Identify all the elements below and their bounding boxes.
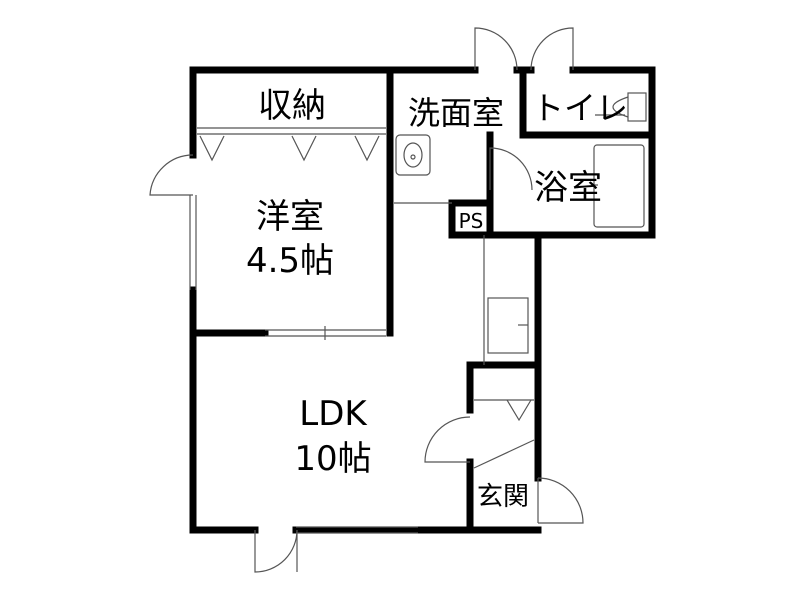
hanger-marker-2 (291, 135, 317, 162)
hanger-marker-3 (354, 135, 380, 162)
wash-basin (395, 134, 431, 176)
toilet-label: トイレ (532, 89, 628, 127)
western-room-label: 洋室 (256, 197, 324, 237)
thin-lines (189, 92, 647, 534)
bath-label: 浴室 (534, 168, 602, 208)
ldk-label: LDK (299, 394, 368, 434)
door-entrance-inner (424, 416, 471, 463)
western-room-size: 4.5帖 (246, 241, 334, 281)
ldk-size: 10帖 (294, 439, 371, 479)
walls (189, 66, 656, 534)
door-ldk-bottom (254, 529, 298, 573)
room-labels: 収納 洋室 4.5帖 洗面室 トイレ 浴室 PS LDK 10帖 玄関 (246, 86, 628, 512)
hanger-marker-1 (199, 135, 225, 162)
wash-basin-drain (410, 154, 416, 160)
door-washroom-top (474, 27, 518, 71)
door-toilet-top (530, 27, 574, 71)
shoe-closet-marker (506, 399, 532, 422)
entrance-line (473, 439, 535, 469)
bathtub (593, 144, 645, 228)
doors (149, 27, 625, 573)
door-front (537, 477, 584, 524)
storage-label: 収納 (258, 86, 326, 126)
door-bath (489, 147, 533, 191)
entrance-label: 玄関 (477, 482, 529, 512)
door-western-left (149, 154, 194, 196)
washroom-label: 洗面室 (408, 94, 504, 132)
wash-basin-bowl (403, 142, 423, 168)
pipe-space-label: PS (459, 209, 484, 233)
toilet-tank (627, 92, 647, 122)
closet-markers (199, 135, 532, 422)
